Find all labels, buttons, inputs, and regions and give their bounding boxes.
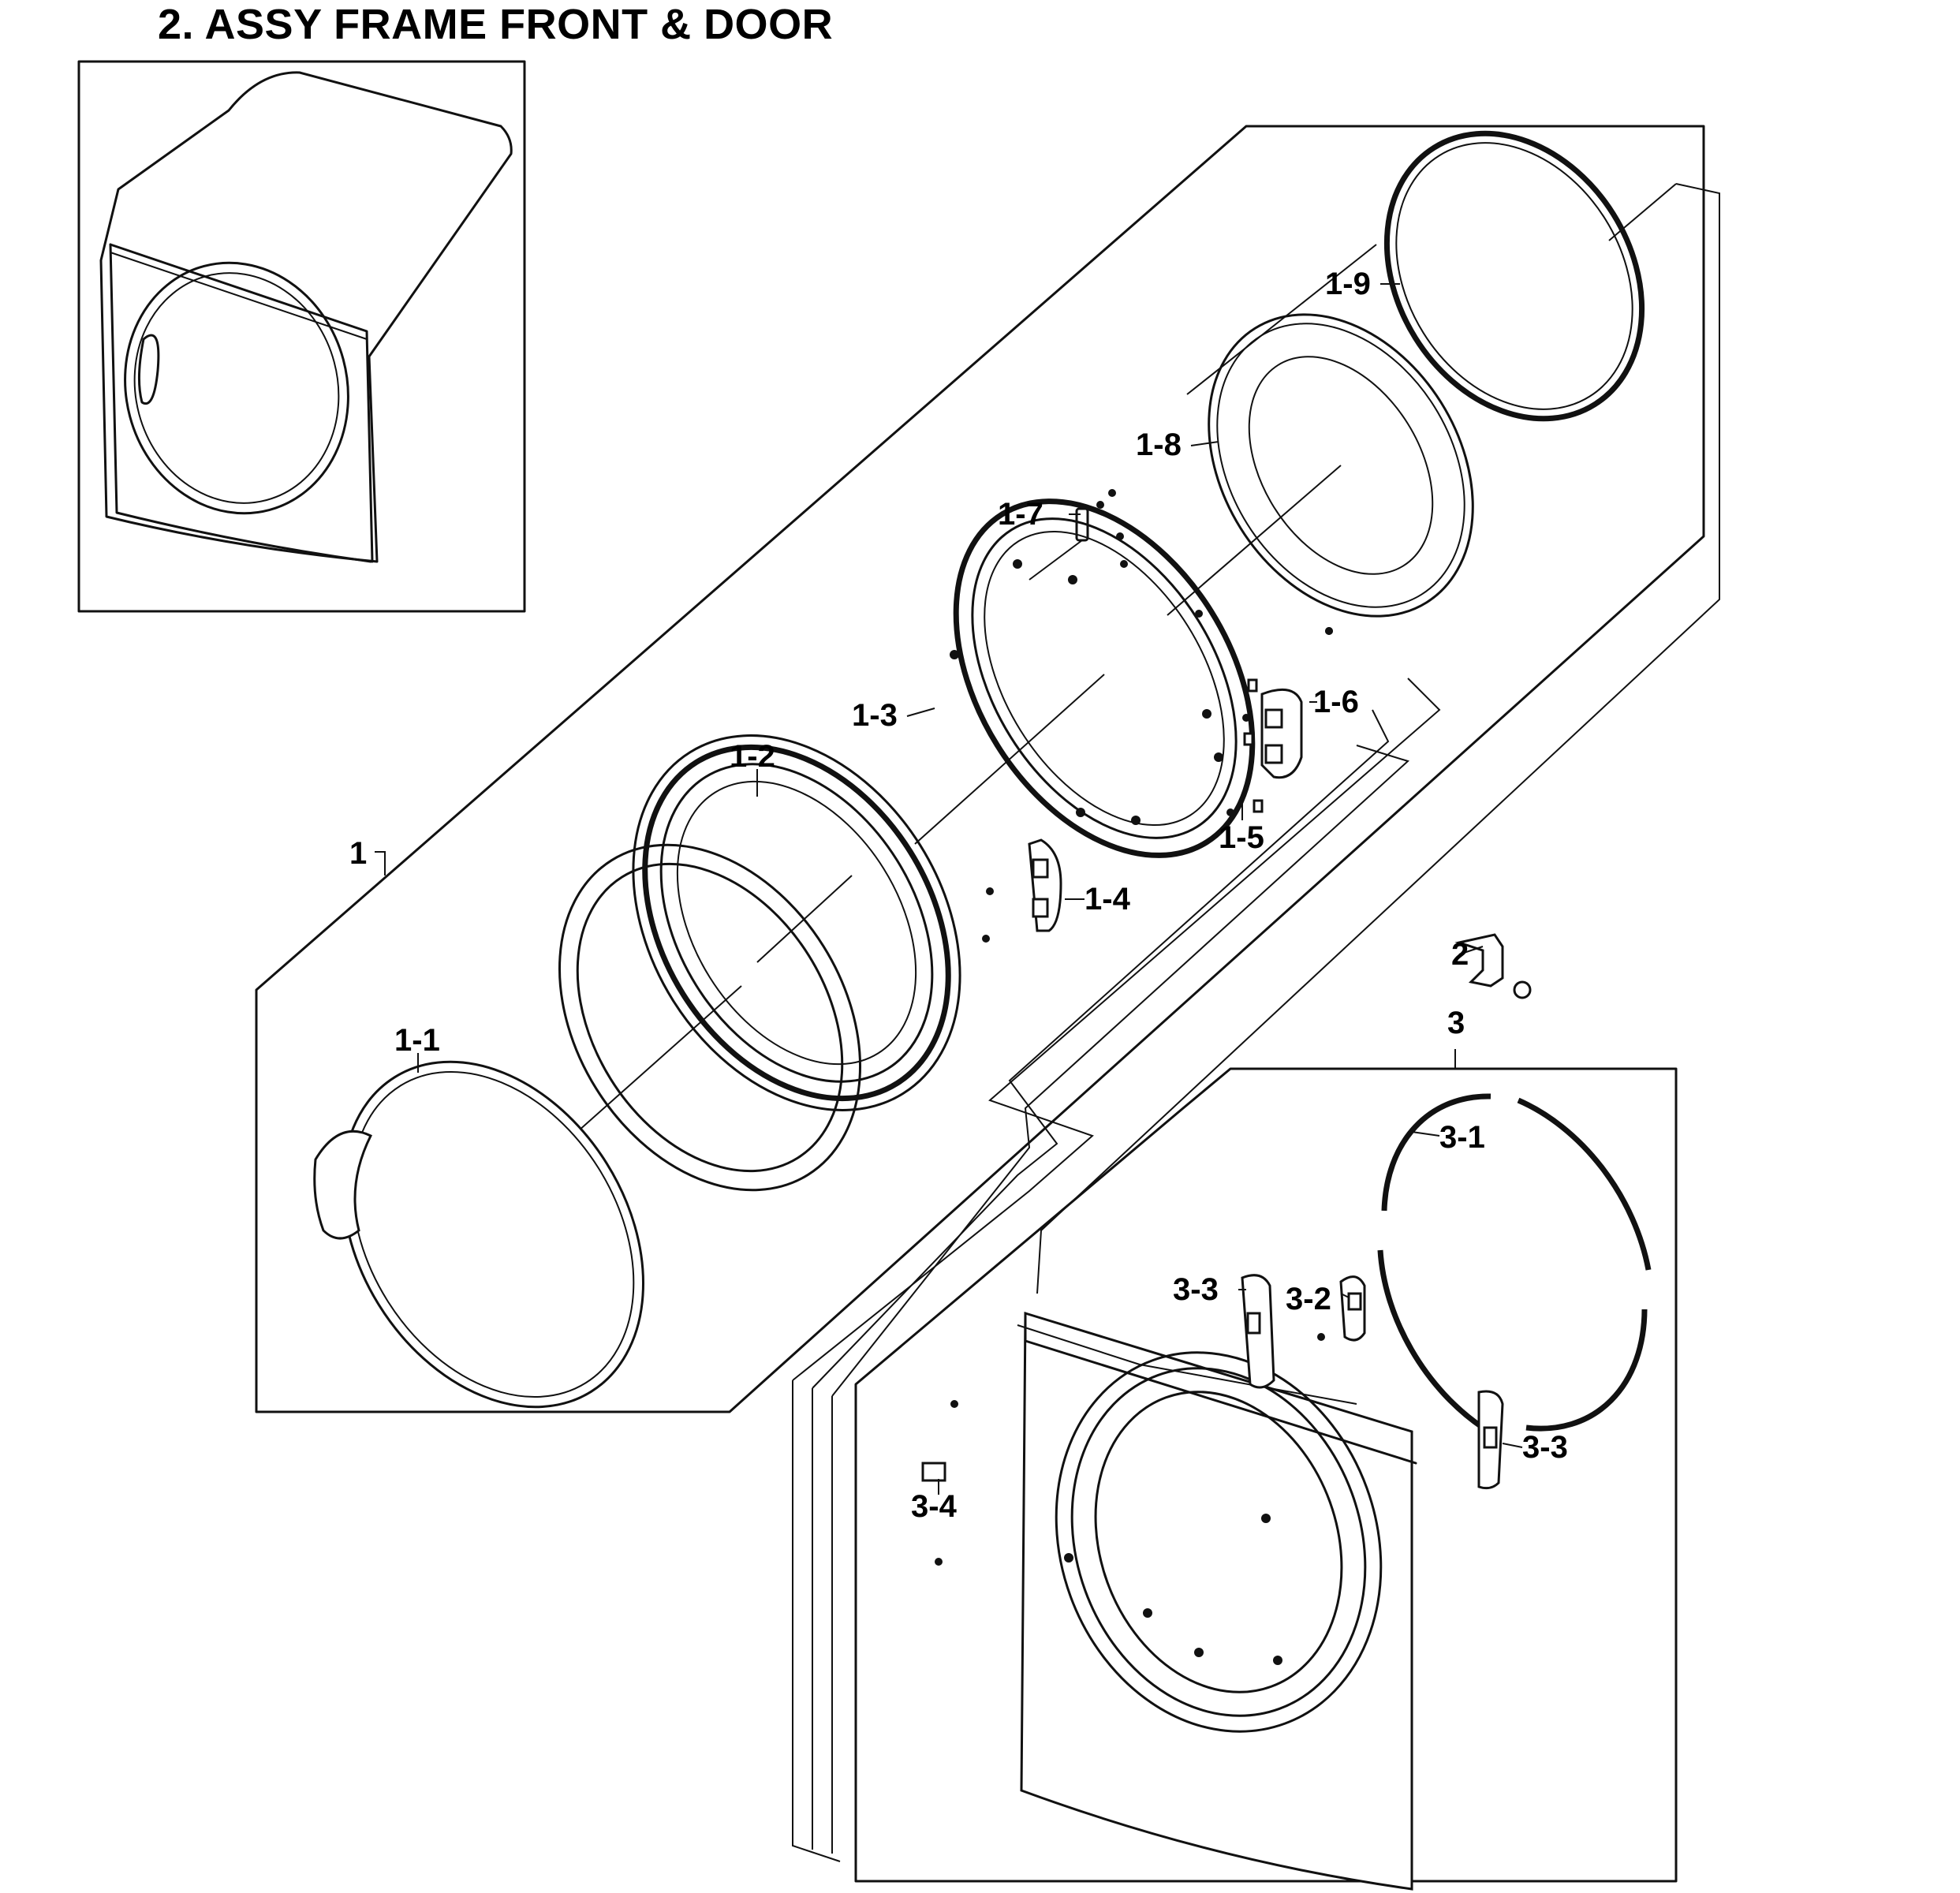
callout-1-6: 1-6 (1313, 685, 1359, 719)
part-1-6-hinge (1226, 627, 1333, 816)
part-3-2-switch (1317, 1275, 1366, 1342)
part-3-3-upper-bracket (1241, 1274, 1275, 1389)
callout-1-4: 1-4 (1085, 882, 1131, 917)
callout-3: 3 (1447, 1006, 1465, 1040)
page-title: 2. ASSY FRAME FRONT & DOOR (158, 1, 834, 48)
callout-2: 2 (1451, 937, 1469, 972)
part-1-2-door-ring (632, 734, 961, 1111)
callout-1-2: 1-2 (730, 739, 775, 774)
callout-3-3-upper: 3-3 (1173, 1272, 1219, 1307)
callout-3-2: 3-2 (1286, 1282, 1331, 1316)
frame-front-boundary (792, 1067, 1678, 1883)
callout-3-3-lower: 3-3 (1522, 1430, 1568, 1465)
callout-1-9: 1-9 (1325, 267, 1371, 301)
callout-1-1: 1-1 (394, 1023, 440, 1058)
leader-lines (375, 283, 1523, 1495)
part-3-1-ring (1377, 1093, 1652, 1432)
overview-inset (77, 60, 526, 613)
part-1-9-ring (1383, 130, 1645, 422)
part-1-8-glass (1208, 313, 1474, 618)
callout-3-1: 3-1 (1439, 1120, 1485, 1155)
callout-3-4: 3-4 (911, 1489, 958, 1524)
part-2-bracket (1454, 933, 1532, 999)
callout-1-5: 1-5 (1219, 820, 1264, 855)
callout-1-3: 1-3 (852, 698, 898, 733)
routing-lines (563, 244, 1441, 1397)
callout-1-8: 1-8 (1136, 428, 1182, 462)
callout-1-7: 1-7 (998, 497, 1043, 532)
callout-1: 1 (349, 836, 367, 871)
part-1-4-lock (982, 838, 1062, 943)
part-1-3-door-frame (950, 498, 1256, 858)
part-3-3-lower-bracket (1477, 1390, 1504, 1490)
part-trim-ring (558, 843, 862, 1192)
part-3-4-clip (921, 1400, 958, 1566)
part-1-1-door-cover (313, 1060, 645, 1409)
part-3-front-frame (1017, 1311, 1417, 1891)
callout-labels: 1-9 1-8 1-7 1-3 1-6 1-2 1-5 1 1-4 2 1-1 … (349, 267, 1568, 1524)
